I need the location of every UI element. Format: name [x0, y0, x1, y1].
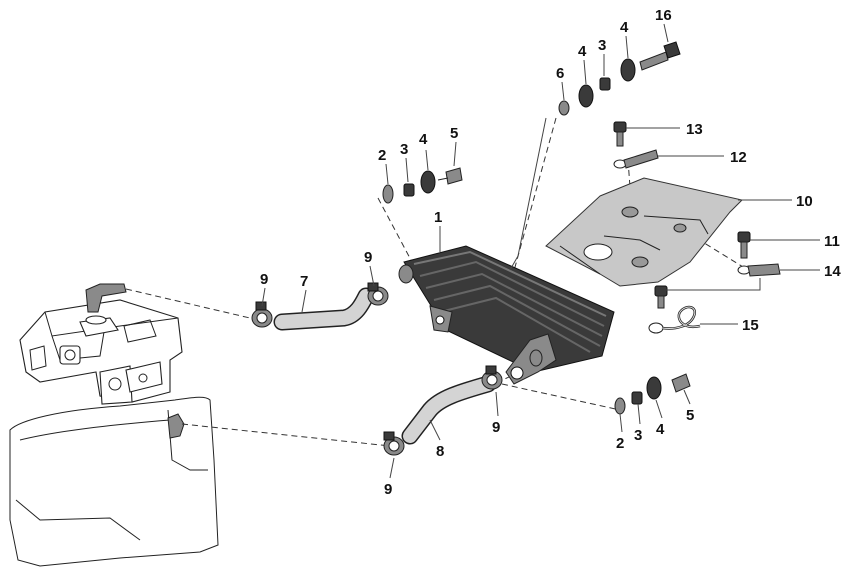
fastener-stack-top — [558, 41, 681, 116]
callout-3-upper: 3 — [400, 141, 408, 158]
callout-6: 6 — [556, 65, 564, 82]
washer-2 — [382, 184, 394, 204]
callout-2-upper: 2 — [378, 147, 386, 164]
hose-8 — [401, 375, 497, 445]
bolt-13 — [613, 121, 627, 147]
hardware-right — [613, 121, 781, 334]
bolt-16-shank — [639, 51, 669, 71]
fastener-stack-upper — [382, 167, 463, 204]
spacer-3-top — [599, 77, 611, 91]
grommet-4-top-b — [620, 58, 636, 82]
clamp-9c — [481, 365, 503, 390]
bolt-5 — [445, 167, 463, 185]
callout-4-upper: 4 — [419, 131, 428, 148]
bolt-5-lower — [671, 373, 691, 393]
callout-11: 11 — [824, 233, 840, 250]
callout-labels: 1 2 3 4 5 6 4 3 4 16 13 12 10 11 14 15 9… — [260, 7, 841, 498]
callout-3-lower: 3 — [634, 427, 642, 444]
callout-10: 10 — [796, 193, 813, 210]
callout-13: 13 — [686, 121, 703, 138]
spacer-3-lower — [631, 391, 643, 405]
callout-4-top-b: 4 — [620, 19, 629, 36]
clamp-9a — [251, 301, 273, 328]
engine-port — [59, 345, 81, 365]
callout-2-lower: 2 — [616, 435, 624, 452]
bolt-lower — [654, 285, 668, 309]
callout-3-top: 3 — [598, 37, 606, 54]
leader-lines — [261, 23, 820, 479]
oil-cooler — [398, 245, 615, 385]
washer-6 — [558, 100, 570, 116]
grommet-4-top-a — [578, 84, 594, 108]
callout-9-lower: 9 — [384, 481, 392, 498]
clamp-9b — [367, 282, 389, 306]
spacer-3 — [403, 183, 415, 197]
callout-14: 14 — [824, 263, 841, 280]
hose-clamps — [251, 282, 503, 456]
bolt-11 — [737, 231, 751, 259]
callout-4-top-a: 4 — [578, 43, 587, 60]
callout-4-lower: 4 — [656, 421, 665, 438]
callout-1: 1 — [434, 209, 442, 226]
callout-5-upper: 5 — [450, 125, 458, 142]
bracket-12 — [613, 149, 659, 169]
bolt-16-head — [663, 41, 681, 59]
clamp-9d — [383, 431, 405, 456]
callout-8: 8 — [436, 443, 444, 460]
mounting-plate — [545, 177, 743, 287]
callout-9-right: 9 — [492, 419, 500, 436]
callout-5-lower: 5 — [686, 407, 694, 424]
callout-9-upper: 9 — [364, 249, 372, 266]
grommet-4-lower — [646, 376, 662, 400]
callout-7: 7 — [300, 273, 308, 290]
engine-block — [9, 283, 219, 567]
hook-15 — [648, 305, 701, 334]
hose-7 — [273, 287, 375, 331]
callout-9-left: 9 — [260, 271, 268, 288]
callout-15: 15 — [742, 317, 759, 334]
callout-16: 16 — [655, 7, 672, 24]
grommet-4 — [420, 170, 436, 194]
bracket-14 — [737, 263, 781, 277]
washer-2-lower — [614, 397, 626, 415]
fastener-stack-lower — [614, 373, 691, 415]
callout-12: 12 — [730, 149, 747, 166]
